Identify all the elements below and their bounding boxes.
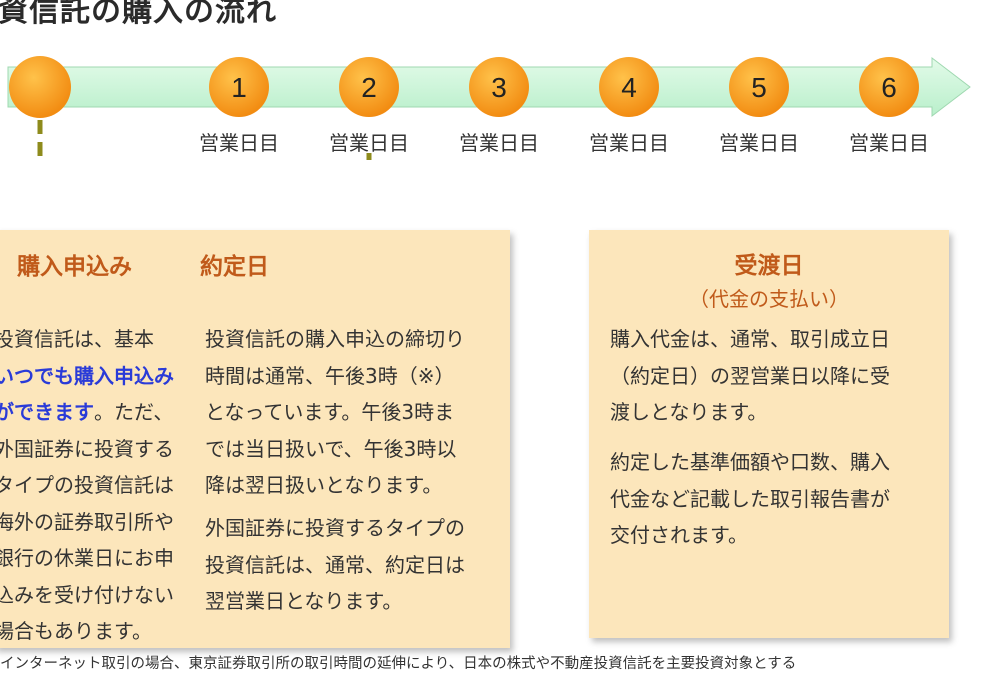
day-marker-number: 3 (491, 72, 507, 103)
day-marker-circle (859, 57, 919, 117)
settlement-box: 受渡日 （代金の支払い） 購入代金は、通常、取引成立日 （約定日）の翌営業日以降に… (589, 230, 949, 638)
text-line: 購入代金は、通常、取引成立日 (610, 327, 890, 351)
text-segment: 海外の証券取引所や (0, 509, 174, 534)
text-line: 代金など記載した取引報告書が (610, 486, 890, 511)
text-line: 時間は通常、午後3時（※） (205, 363, 455, 388)
page-title: 資信託の購入の流れ (0, 0, 277, 29)
day-marker-number: 4 (621, 72, 637, 103)
day-marker-label: 営業日目 (589, 131, 669, 155)
text-line: いつでも購入申込み (0, 358, 189, 395)
text-line: 降は翌日扱いとなります。 (205, 473, 443, 497)
text-segment: 場合もあります。 (0, 619, 152, 643)
text-line: 外国証券に投資する (0, 431, 189, 468)
text-line: 込みを受け付けない (0, 577, 189, 614)
text-line: 交付されます。 (610, 523, 748, 547)
highlight-text: いつでも購入申込み (0, 363, 174, 388)
text-segment: 込みを受け付けない (0, 582, 174, 607)
day-marker-circle (339, 57, 399, 117)
text-segment: タイプの投資信託は (0, 473, 174, 497)
text-line: 外国証券に投資するタイプの (205, 516, 465, 540)
footnote: インターネット取引の場合、東京証券取引所の取引時間の延伸により、日本の株式や不動… (0, 656, 797, 672)
text-line: 投資信託は、通常、約定日は (205, 552, 465, 577)
day-marker-circle (209, 57, 269, 117)
settlement-subheading: （代金の支払い） (689, 287, 849, 311)
settlement-text-1: 購入代金は、通常、取引成立日 （約定日）の翌営業日以降に受渡しとなります。 (610, 321, 945, 431)
settlement-heading: 受渡日 (734, 253, 804, 279)
text-line: 場合もあります。 (0, 613, 189, 650)
text-line: （約定日）の翌営業日以降に受 (610, 363, 890, 388)
day-marker-circle (729, 57, 789, 117)
contract-text-1: 投資信託の購入申込の締切り時間は通常、午後3時（※） となっています。午後3時まで… (205, 321, 505, 504)
text-segment: 投資信託は、基本 (0, 327, 154, 351)
text-line: 翌営業日となります。 (205, 589, 403, 613)
purchase-text: 投資信託は、基本いつでも購入申込みができます。ただ、外国証券に投資するタイプの投… (0, 321, 189, 650)
text-line: ができます。ただ、 (0, 394, 189, 431)
text-segment: 銀行の休業日にお申 (0, 546, 174, 570)
contract-text-2: 外国証券に投資するタイプの投資信託は、通常、約定日は翌営業日となります。 (205, 510, 505, 620)
day-marker-number: 5 (751, 72, 767, 103)
day-marker-circle (469, 57, 529, 117)
day-marker-label: 営業日目 (719, 131, 799, 155)
text-line: タイプの投資信託は (0, 467, 189, 504)
text-segment: 外国証券に投資する (0, 436, 174, 461)
timeline: 1 2 3 4 5 6 (7, 56, 971, 160)
text-line: 海外の証券取引所や (0, 504, 189, 541)
text-line: 渡しとなります。 (610, 400, 768, 424)
contract-heading: 約定日 (200, 254, 269, 280)
day-marker-number: 6 (881, 72, 897, 103)
dashed-arrow-to-contract (37, 120, 43, 160)
start-circle (9, 56, 71, 118)
highlight-text: ができます (0, 400, 94, 424)
day-marker-label: 営業日目 (459, 131, 539, 155)
day-marker-label: 営業日目 (199, 131, 279, 155)
day-marker-number: 2 (361, 72, 377, 103)
text-line: では当日扱いで、午後3時以 (205, 436, 457, 461)
purchase-contract-box: 購入申込み 約定日 投資信託は、基本いつでも購入申込みができます。ただ、外国証券… (0, 230, 510, 648)
purchase-heading: 購入申込み (17, 254, 132, 280)
day-marker-number: 1 (231, 72, 247, 103)
day-marker-label: 営業日目 (849, 131, 929, 155)
text-line: 銀行の休業日にお申 (0, 540, 189, 577)
text-line: 約定した基準価額や口数、購入 (610, 450, 890, 474)
text-line: 投資信託の購入申込の締切り (205, 327, 465, 351)
settlement-text-2: 約定した基準価額や口数、購入代金など記載した取引報告書が交付されます。 (610, 444, 945, 554)
day-marker-label: 営業日目 (329, 131, 409, 155)
text-line: となっています。午後3時ま (205, 400, 455, 424)
text-line: 投資信託は、基本 (0, 321, 189, 358)
day-marker-circle (599, 57, 659, 117)
text-segment: 。ただ、 (94, 400, 174, 424)
